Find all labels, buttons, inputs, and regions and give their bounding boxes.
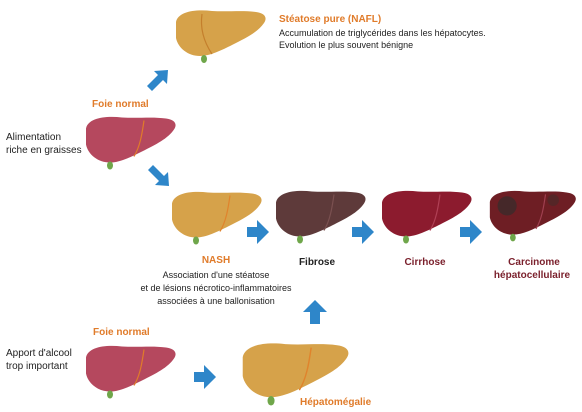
arrow-up bbox=[303, 300, 327, 324]
alcool-line1: Apport d'alcool bbox=[6, 348, 72, 359]
carcinome-line1: Carcinome bbox=[486, 257, 582, 268]
steatose-line1: Accumulation de triglycérides dans les h… bbox=[279, 28, 486, 38]
nash-line2: et de lésions nécrotico-inflammatoires bbox=[106, 283, 326, 293]
arrow-right-1 bbox=[247, 220, 269, 244]
alimentation-line1: Alimentation bbox=[6, 132, 61, 143]
arrow-right-2 bbox=[352, 220, 374, 244]
nash-title: NASH bbox=[156, 255, 276, 266]
normal-bottom-label: Foie normal bbox=[93, 327, 150, 338]
nash-line1: Association d'une stéatose bbox=[116, 270, 316, 280]
fibrose-label: Fibrose bbox=[272, 257, 362, 268]
steatose-title: Stéatose pure (NAFL) bbox=[279, 14, 381, 25]
arrow-down-right bbox=[145, 162, 171, 188]
normal-top-label: Foie normal bbox=[92, 99, 149, 110]
carcinome-line2: hépatocellulaire bbox=[482, 270, 582, 281]
arrow-right-4 bbox=[194, 365, 216, 389]
alcool-line2: trop important bbox=[6, 361, 68, 372]
alimentation-line2: riche en graisses bbox=[6, 145, 82, 156]
steatose-line2: Evolution le plus souvent bénigne bbox=[279, 40, 413, 50]
liver-normal-bottom bbox=[82, 340, 182, 402]
nash-line3: associées à une ballonisation bbox=[116, 296, 316, 306]
liver-steatose-top bbox=[172, 8, 272, 63]
hepatomegalie-label: Hépatomégalie bbox=[300, 397, 371, 408]
arrow-right-3 bbox=[460, 220, 482, 244]
cirrhose-label: Cirrhose bbox=[380, 257, 470, 268]
liver-carcinome bbox=[486, 184, 582, 246]
arrow-up-right bbox=[144, 68, 170, 94]
